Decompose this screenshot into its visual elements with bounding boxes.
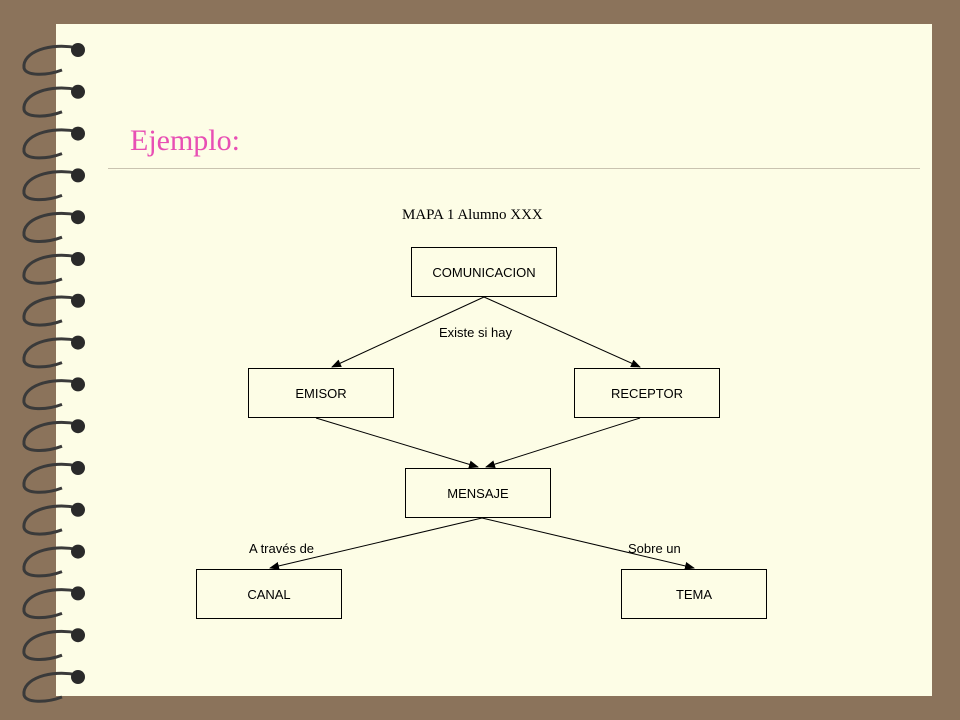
binding-hole	[71, 670, 85, 684]
spiral-ring	[22, 420, 79, 452]
node-canal: CANAL	[196, 569, 342, 619]
slide-title: Ejemplo:	[130, 124, 240, 157]
link-receptor-mensaje	[485, 417, 641, 469]
spiral-ring	[22, 671, 79, 703]
node-comunicacion: COMUNICACION	[411, 247, 557, 297]
binding-hole	[71, 126, 85, 141]
binding-hole	[71, 544, 85, 559]
link-comunicacion-emisor	[331, 296, 485, 368]
binding-hole	[71, 628, 85, 643]
link-emisor-mensaje	[315, 417, 479, 469]
title-divider	[108, 168, 920, 169]
binding-hole	[71, 461, 85, 475]
binding-hole	[71, 210, 85, 225]
binding-hole	[71, 419, 85, 434]
node-emisor: EMISOR	[248, 368, 394, 418]
node-tema: TEMA	[621, 569, 767, 619]
link-mensaje-canal	[269, 517, 483, 570]
binding-hole	[71, 586, 85, 601]
spiral-ring	[22, 337, 79, 369]
link-comunicacion-receptor	[483, 296, 641, 368]
spiral-ring	[22, 629, 79, 661]
spiral-ring	[22, 379, 79, 411]
binding-hole	[71, 252, 85, 266]
label-a-traves-de: A través de	[249, 541, 315, 556]
spiral-ring	[22, 504, 79, 536]
binding-hole	[71, 502, 85, 517]
spiral-ring	[22, 588, 79, 620]
spiral-ring	[22, 170, 79, 202]
binding-hole	[71, 43, 85, 57]
label-sobre-un: Sobre un	[628, 541, 681, 556]
spiral-ring	[22, 86, 79, 118]
spiral-ring	[22, 44, 79, 76]
binding-hole	[71, 293, 85, 308]
node-mensaje: MENSAJE	[405, 468, 551, 518]
spiral-binding	[22, 43, 85, 703]
binding-hole	[71, 335, 85, 350]
link-mensaje-tema	[481, 517, 695, 570]
spiral-ring	[22, 546, 79, 578]
spiral-ring	[22, 128, 79, 160]
binding-hole	[71, 377, 85, 392]
spiral-ring	[22, 253, 79, 285]
spiral-ring	[22, 462, 79, 494]
label-existe-si-hay: Existe si hay	[439, 325, 512, 340]
node-receptor: RECEPTOR	[574, 368, 720, 418]
binding-hole	[71, 84, 85, 99]
spiral-ring	[22, 211, 79, 243]
binding-hole	[71, 168, 85, 183]
spiral-ring	[22, 295, 79, 327]
map-title: MAPA 1 Alumno XXX	[402, 207, 543, 223]
